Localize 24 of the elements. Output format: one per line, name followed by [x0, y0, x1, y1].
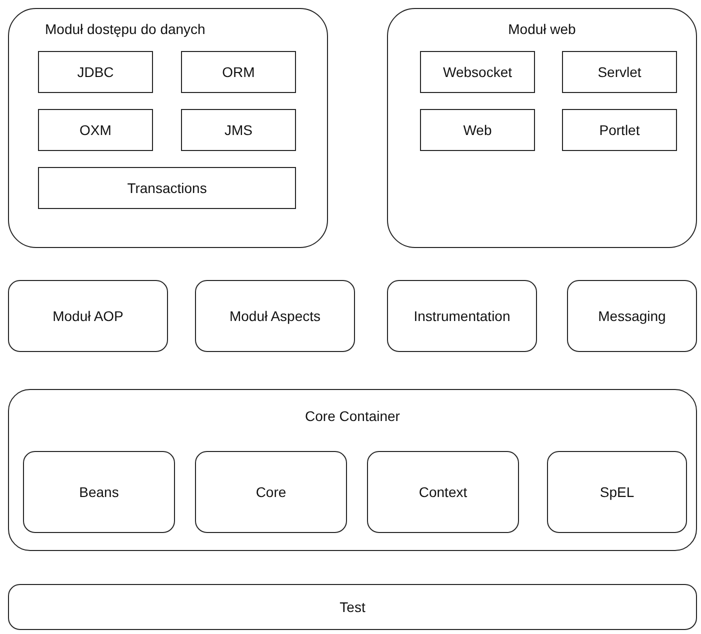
- module-group-panel: [8, 8, 328, 248]
- module-box: ORM: [181, 51, 296, 93]
- module-box: Moduł AOP: [8, 280, 168, 352]
- module-box: Websocket: [420, 51, 535, 93]
- module-box: JMS: [181, 109, 296, 151]
- module-box: Instrumentation: [387, 280, 537, 352]
- module-box: Portlet: [562, 109, 677, 151]
- module-box: JDBC: [38, 51, 153, 93]
- module-box: Beans: [23, 451, 175, 533]
- module-box: Core: [195, 451, 347, 533]
- module-box: Web: [420, 109, 535, 151]
- module-box: Moduł Aspects: [195, 280, 355, 352]
- module-box: Context: [367, 451, 519, 533]
- module-group-panel: [8, 389, 697, 551]
- module-group-panel: [387, 8, 697, 248]
- module-box: Transactions: [38, 167, 296, 209]
- group-title: Moduł dostępu do danych: [45, 21, 206, 37]
- module-box: Test: [8, 584, 697, 630]
- module-box: OXM: [38, 109, 153, 151]
- group-title: Moduł web: [507, 21, 577, 37]
- group-title: Core Container: [304, 408, 401, 424]
- module-box: Messaging: [567, 280, 697, 352]
- module-box: SpEL: [547, 451, 687, 533]
- module-box: Servlet: [562, 51, 677, 93]
